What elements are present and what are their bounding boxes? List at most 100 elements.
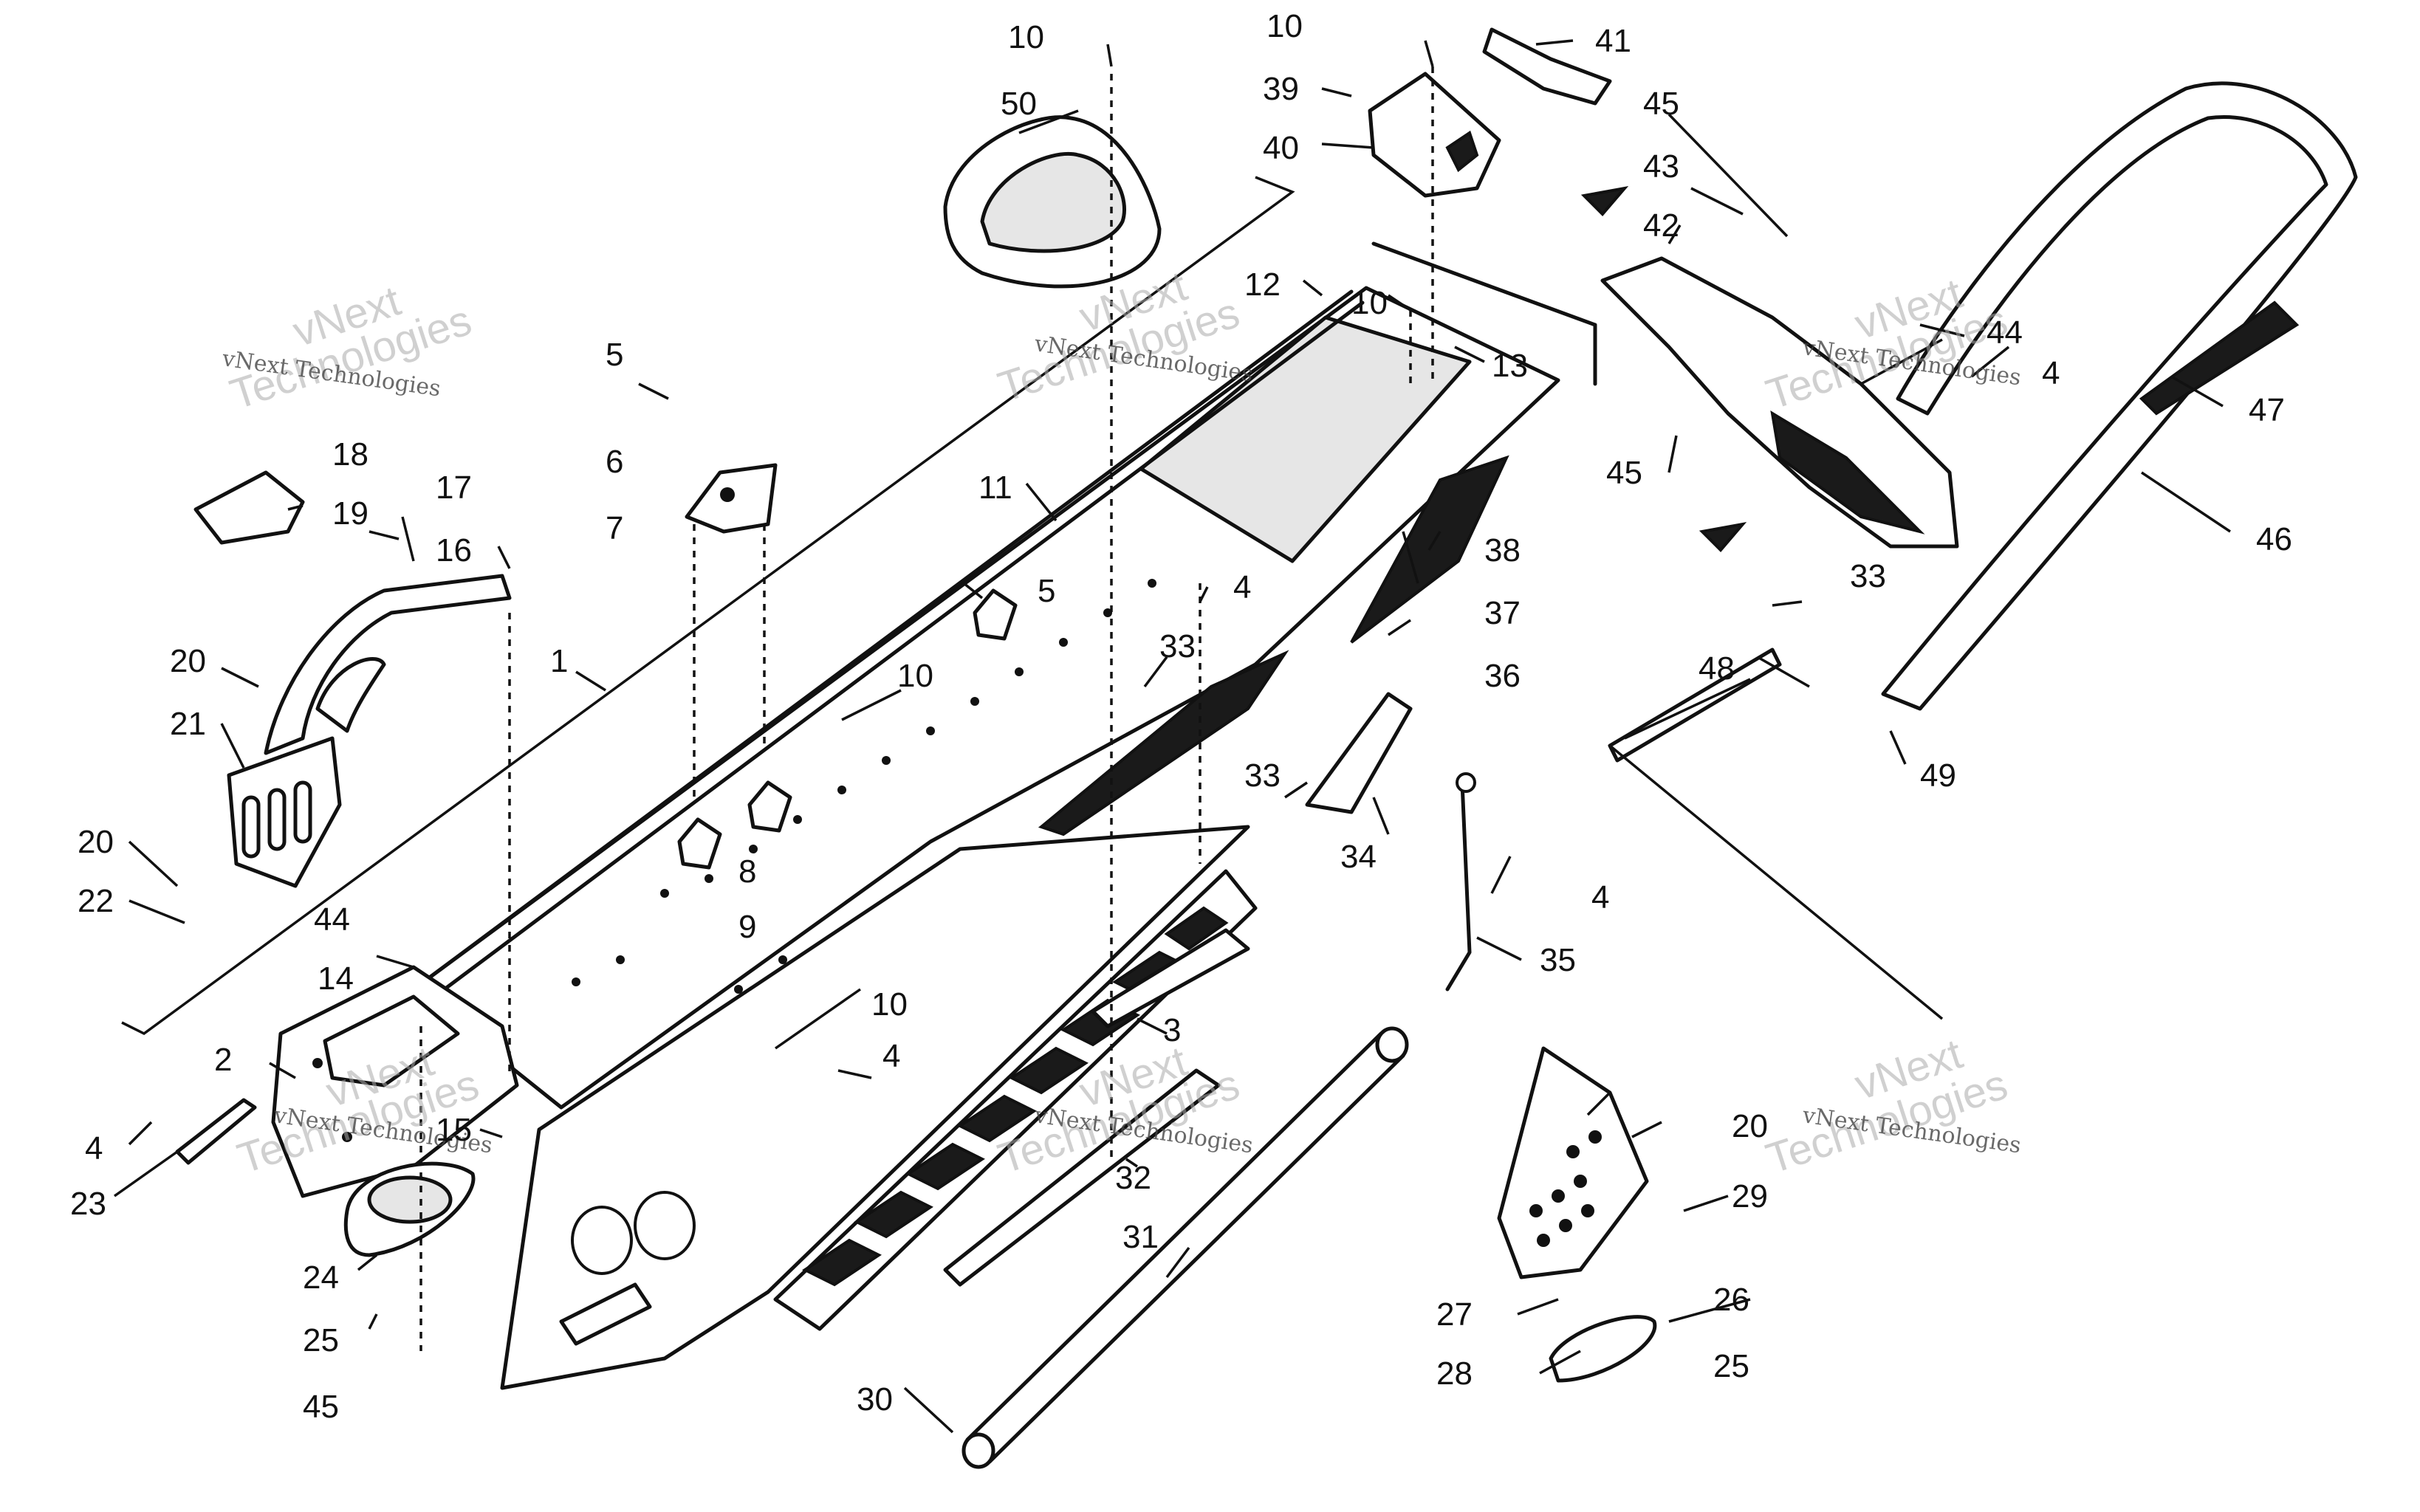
foot-plate-holes xyxy=(1529,1130,1602,1247)
callout-25: 25 xyxy=(303,1322,339,1358)
callout-48: 48 xyxy=(1699,650,1735,687)
callout-40: 40 xyxy=(1263,130,1299,166)
arrow-marker xyxy=(1580,186,1629,216)
direction-arrows xyxy=(1580,186,1747,552)
callout-8: 8 xyxy=(738,853,756,890)
callout-46: 46 xyxy=(2256,521,2292,557)
seat-cushion xyxy=(943,115,1162,289)
callout-1: 1 xyxy=(550,643,568,679)
callout-16: 16 xyxy=(436,532,472,568)
callout-23: 23 xyxy=(70,1186,106,1222)
callout-44: 44 xyxy=(1987,315,2023,351)
callout-44: 44 xyxy=(314,901,350,938)
front-brace xyxy=(175,1098,257,1165)
callout-10: 10 xyxy=(871,986,908,1023)
callout-38: 38 xyxy=(1484,532,1521,568)
tunnel-side-decal xyxy=(1038,650,1289,836)
callout-4: 4 xyxy=(2042,355,2060,391)
running-board-slots xyxy=(802,906,1229,1287)
callout-28: 28 xyxy=(1436,1355,1473,1392)
callout-10: 10 xyxy=(1351,285,1388,321)
callout-37: 37 xyxy=(1484,595,1521,631)
callout-9: 9 xyxy=(738,909,756,945)
grommet-8 xyxy=(677,817,722,870)
callout-10: 10 xyxy=(1008,19,1044,55)
bumper-bracket-slots xyxy=(241,780,312,859)
callout-43: 43 xyxy=(1643,148,1679,185)
callout-36: 36 xyxy=(1484,658,1521,694)
callout-33: 33 xyxy=(1244,757,1281,794)
callout-6: 6 xyxy=(606,444,623,480)
callout-4: 4 xyxy=(85,1130,103,1166)
chassis-slot xyxy=(559,1282,652,1346)
callout-24: 24 xyxy=(303,1260,339,1296)
tunnel-rivets xyxy=(572,579,1156,994)
callout-13: 13 xyxy=(1492,348,1528,384)
callout-45: 45 xyxy=(1643,86,1679,122)
callout-4: 4 xyxy=(1233,569,1251,605)
chassis-hole xyxy=(571,1206,633,1275)
callout-49: 49 xyxy=(1920,757,1956,794)
callout-22: 22 xyxy=(78,883,114,919)
tunnel-deck-plate xyxy=(1139,315,1472,563)
callout-25: 25 xyxy=(1713,1348,1749,1384)
callout-2: 2 xyxy=(214,1042,232,1078)
callout-17: 17 xyxy=(436,470,472,506)
callout-41: 41 xyxy=(1595,23,1631,59)
step-bracket-34 xyxy=(1305,692,1413,814)
callout-4: 4 xyxy=(1591,879,1609,915)
callout-45: 45 xyxy=(1606,455,1642,491)
right-foot-plate xyxy=(1497,1046,1657,1383)
right-foot-cup xyxy=(1549,1315,1657,1383)
callout-27: 27 xyxy=(1436,1296,1473,1333)
callout-7: 7 xyxy=(606,510,623,546)
callout-50: 50 xyxy=(1001,86,1037,122)
cross-brace-3 xyxy=(1091,928,1250,1028)
callout-14: 14 xyxy=(318,961,354,997)
tunnel-assembly xyxy=(411,286,1560,1390)
callout-15: 15 xyxy=(436,1112,472,1148)
callout-29: 29 xyxy=(1732,1178,1768,1214)
callout-leaders xyxy=(113,39,2231,1434)
callout-5: 5 xyxy=(1038,573,1055,609)
callout-33: 33 xyxy=(1850,558,1886,594)
callout-21: 21 xyxy=(170,706,206,742)
crossbar-tube xyxy=(962,1026,1409,1469)
callout-35: 35 xyxy=(1540,942,1576,978)
rear-bumper-handle xyxy=(193,470,512,888)
callout-20: 20 xyxy=(170,643,206,679)
callout-3: 3 xyxy=(1163,1012,1181,1048)
rear-light-cap xyxy=(1482,27,1612,106)
callout-39: 39 xyxy=(1263,71,1299,107)
bumper-decal xyxy=(2139,300,2300,416)
callout-31: 31 xyxy=(1122,1219,1159,1255)
grommet-9 xyxy=(747,780,792,833)
callout-5: 5 xyxy=(606,337,623,373)
callout-labels: 1 2 3 4 4 4 4 4 5 5 6 7 8 9 10 10 10 10 … xyxy=(70,8,2292,1425)
callout-20: 20 xyxy=(1732,1108,1768,1144)
bumper-cap xyxy=(193,470,305,545)
callout-19: 19 xyxy=(332,495,369,532)
alignment-lines xyxy=(419,66,1434,1351)
front-bracket xyxy=(271,965,519,1198)
callout-32: 32 xyxy=(1115,1160,1151,1196)
callout-34: 34 xyxy=(1340,839,1377,875)
callout-4: 4 xyxy=(882,1038,900,1074)
tunnel-grommets xyxy=(677,588,1018,870)
seat-mount-bracket xyxy=(685,463,778,534)
grommet-5 xyxy=(973,588,1018,641)
chassis-hole xyxy=(634,1191,696,1260)
rear-light-housing xyxy=(1368,27,1612,198)
left-foot-cup xyxy=(343,1161,476,1257)
rear-bumper-loop xyxy=(1881,81,2358,711)
arrow-marker xyxy=(1699,522,1747,552)
callout-26: 26 xyxy=(1713,1282,1749,1318)
callout-12: 12 xyxy=(1244,267,1281,303)
callout-33: 33 xyxy=(1159,628,1196,664)
callout-18: 18 xyxy=(332,436,369,472)
callout-42: 42 xyxy=(1643,207,1679,244)
chassis-side-panel xyxy=(500,825,1250,1390)
callout-45: 45 xyxy=(303,1389,339,1425)
callout-20: 20 xyxy=(78,824,114,860)
